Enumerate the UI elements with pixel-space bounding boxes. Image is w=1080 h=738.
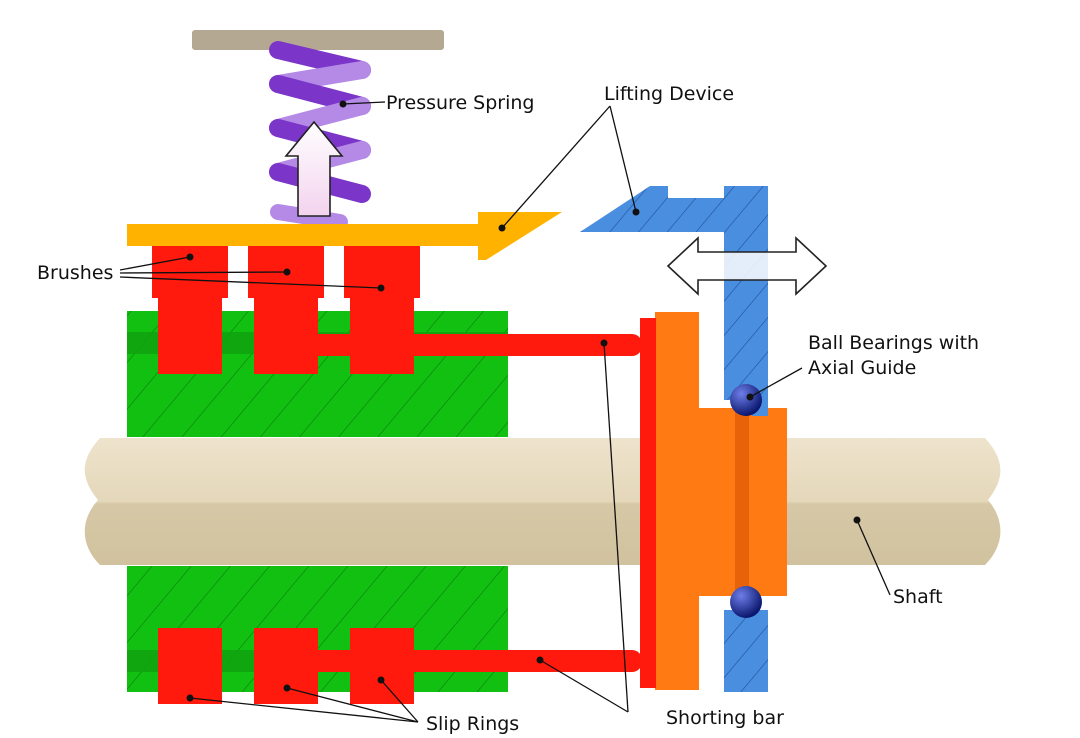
shorting-bar (640, 312, 787, 690)
ceiling-plate (192, 30, 444, 50)
lift-up-arrow (284, 120, 344, 217)
label-lifting-device: Lifting Device (604, 83, 734, 105)
label-slip-rings: Slip Rings (426, 713, 519, 735)
label-brushes: Brushes (37, 262, 113, 284)
label-ball-bearings-line1: Ball Bearings with (808, 332, 979, 354)
shaft (84, 438, 1001, 565)
label-shaft: Shaft (893, 586, 943, 608)
slip-rings-upper (158, 298, 414, 374)
label-ball-bearings-line2: Axial Guide (808, 357, 916, 379)
slip-rings-lower (158, 628, 414, 704)
ball-bearing-upper (730, 384, 762, 416)
label-pressure-spring: Pressure Spring (386, 92, 534, 114)
label-shorting-bar: Shorting bar (666, 707, 784, 729)
leader-lines (119, 100, 891, 723)
axial-movement-arrow (666, 236, 828, 296)
ball-bearing-lower (730, 586, 762, 618)
brush-holder-bar (127, 212, 562, 260)
